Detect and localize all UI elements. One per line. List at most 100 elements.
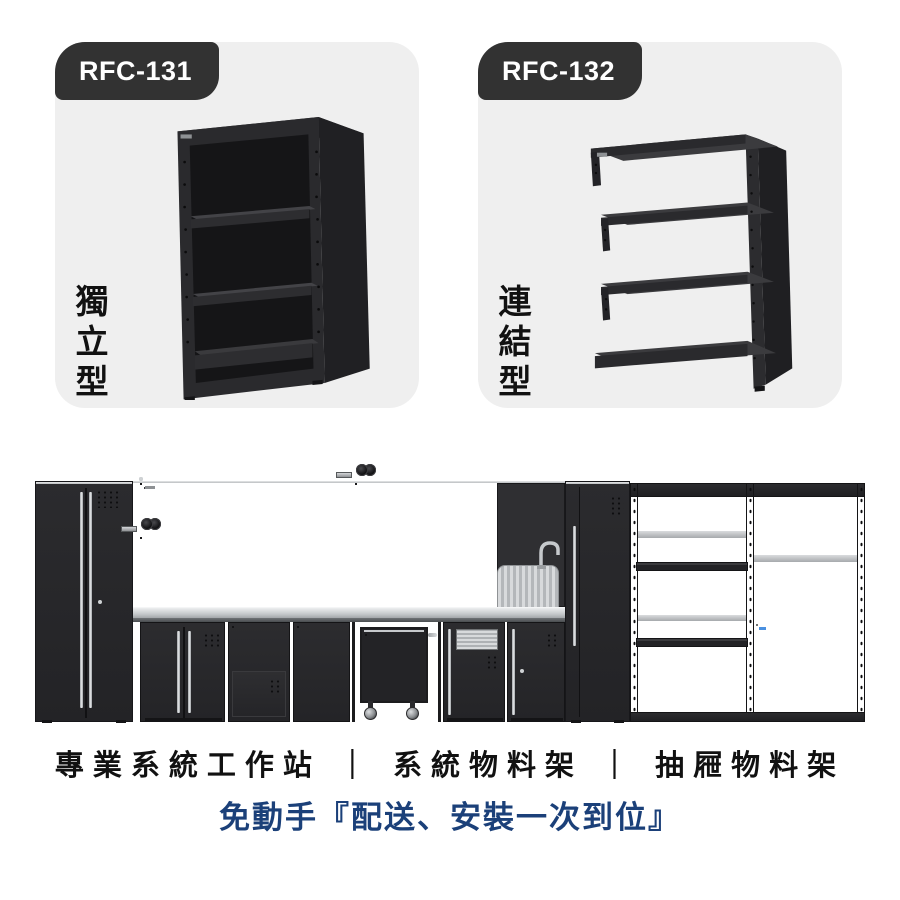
caster-fork bbox=[368, 701, 373, 709]
opening-wall bbox=[438, 622, 441, 722]
caster-wheel bbox=[364, 707, 377, 720]
peg-tray bbox=[336, 472, 352, 478]
cabinet-foot bbox=[571, 720, 581, 723]
knob bbox=[520, 669, 524, 673]
model-number: RFC-131 bbox=[79, 55, 193, 86]
cabinet-foot bbox=[42, 720, 52, 723]
model-number: RFC-132 bbox=[502, 55, 616, 86]
door-handle bbox=[188, 631, 191, 713]
vent-holes bbox=[486, 655, 498, 671]
door-handle bbox=[573, 526, 576, 646]
door-handle bbox=[80, 492, 83, 708]
rack-post bbox=[746, 483, 754, 722]
sink-base-cabinet-2 bbox=[507, 622, 565, 722]
kickplate bbox=[145, 718, 222, 721]
door-handle bbox=[177, 631, 180, 713]
cabinet-foot bbox=[116, 720, 126, 723]
rack-shelf bbox=[636, 562, 748, 571]
product-card-rfc-132: RFC-132 連結型 bbox=[478, 42, 842, 408]
magnetic-cup bbox=[356, 464, 368, 476]
tall-cabinet-right bbox=[565, 481, 630, 723]
vent-holes bbox=[546, 633, 560, 649]
door-handle bbox=[89, 492, 92, 708]
kickplate bbox=[447, 718, 503, 721]
lock-dot bbox=[98, 600, 102, 604]
drawer-stack-unit bbox=[293, 622, 350, 722]
door-seam bbox=[85, 488, 87, 718]
metal-shelf bbox=[754, 555, 857, 562]
sink-basin bbox=[497, 565, 559, 608]
product-card-rfc-131: RFC-131 獨立型 bbox=[55, 42, 419, 408]
slogan-text: 免動手『配送、安裝一次到位』 bbox=[219, 800, 681, 835]
caster-fork bbox=[410, 701, 415, 709]
rack-bottom-beam bbox=[630, 712, 865, 722]
connected-shelf-drawing bbox=[590, 134, 793, 392]
rack-post bbox=[857, 483, 865, 722]
bin-row bbox=[640, 592, 744, 615]
cabinet-foot bbox=[614, 720, 624, 723]
model-badge: RFC-132 bbox=[478, 42, 643, 100]
sink-base-cabinet-1 bbox=[443, 622, 505, 722]
pegboard-full bbox=[336, 464, 497, 607]
type-label-connected: 連結型 bbox=[494, 284, 531, 404]
stainless-worktop bbox=[133, 607, 565, 622]
peg-tray bbox=[121, 526, 137, 532]
brushed-panel bbox=[456, 629, 498, 650]
cabinet-latch bbox=[145, 486, 155, 489]
kickplate bbox=[511, 718, 563, 721]
cart-drawer-stack bbox=[365, 634, 423, 699]
cabinet-knob bbox=[139, 477, 143, 481]
magnetic-cup bbox=[141, 518, 153, 530]
cart-handle bbox=[428, 633, 437, 637]
mobile-tool-cart bbox=[360, 627, 428, 703]
material-rack bbox=[630, 481, 865, 722]
bin-row bbox=[640, 538, 744, 562]
workzone-top-edge bbox=[133, 481, 565, 483]
wall-cabinets bbox=[139, 477, 388, 534]
drawer-stack bbox=[297, 626, 346, 719]
base-cabinet-doors bbox=[140, 622, 225, 722]
tall-cabinet-left bbox=[35, 481, 133, 723]
rack-shelf bbox=[636, 638, 748, 647]
workstation-photo bbox=[35, 464, 865, 726]
door-handle bbox=[512, 629, 515, 715]
opening-wall bbox=[352, 622, 355, 722]
parts-drawer bbox=[756, 624, 766, 630]
cabinet-top-edge bbox=[566, 482, 629, 484]
bin-row bbox=[640, 508, 744, 531]
shelf-illustration-connected bbox=[590, 134, 793, 392]
faucet-icon bbox=[537, 541, 560, 569]
rack-post bbox=[630, 483, 638, 722]
door-handle bbox=[448, 629, 451, 715]
pegboard-panel bbox=[121, 518, 161, 539]
type-label-standalone: 獨立型 bbox=[71, 284, 108, 404]
parts-drawer-label bbox=[759, 627, 766, 630]
door-seam bbox=[183, 627, 185, 719]
bin-row bbox=[640, 621, 744, 638]
bin-rail bbox=[638, 615, 746, 621]
lower-door bbox=[232, 671, 286, 717]
drawer bbox=[365, 634, 367, 636]
standalone-shelf-drawing bbox=[177, 117, 370, 400]
vent-holes bbox=[96, 490, 120, 508]
shelf-illustration-standalone bbox=[177, 117, 370, 400]
cabinet-top-edge bbox=[36, 482, 132, 484]
vent-holes bbox=[269, 679, 281, 693]
base-cabinet-drawers-door bbox=[228, 622, 290, 722]
slim-drawer-stack bbox=[232, 626, 286, 668]
drawer bbox=[232, 626, 234, 628]
worktop-lip bbox=[133, 618, 565, 622]
door-seam bbox=[579, 487, 580, 717]
parts-drawer-cabinet bbox=[756, 621, 857, 722]
vent-holes bbox=[610, 496, 624, 516]
category-title: 專業系統工作站 ｜ 系統物料架 ｜ 抽屜物料架 bbox=[54, 750, 846, 782]
bin-rail bbox=[638, 531, 746, 538]
wall-cabinet bbox=[139, 477, 155, 489]
caster-wheel bbox=[406, 707, 419, 720]
drawer bbox=[297, 626, 299, 628]
pegboard-panel bbox=[336, 464, 376, 485]
vent-holes bbox=[203, 633, 219, 649]
pegboard-lower bbox=[121, 518, 353, 607]
model-badge: RFC-131 bbox=[55, 42, 220, 100]
cart-top-rim bbox=[364, 630, 424, 632]
